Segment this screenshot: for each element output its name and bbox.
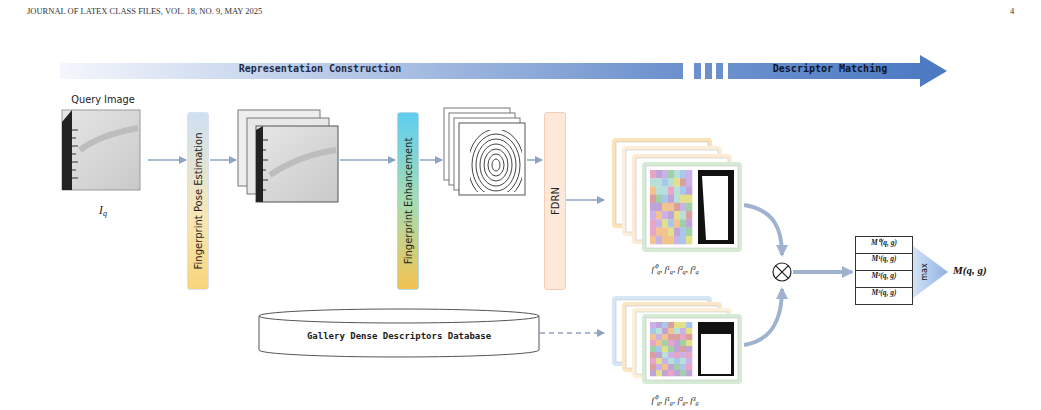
- stage-label: Representation Construction: [180, 63, 460, 74]
- flow-connector: [148, 159, 186, 161]
- table-cell: M³(q, g): [855, 287, 913, 305]
- descriptor-stack: f⁰q, f¹q, f²q, f³q: [605, 133, 745, 275]
- max-chevron: [913, 246, 948, 298]
- gallery-descriptor-maps: [612, 296, 742, 384]
- enhanced-image-stack: [444, 108, 525, 201]
- table-cell: M²(q, g): [855, 270, 913, 288]
- flow-arrow: [210, 159, 236, 161]
- stage-name: Fingerprint Enhancement: [403, 138, 414, 265]
- descriptor-stack: f⁰g, f¹g, f²g, f³g: [605, 290, 745, 408]
- stage-arrow: [728, 55, 947, 87]
- table-cell: M¹(q, g): [855, 253, 913, 271]
- merge-curve: [744, 205, 782, 255]
- flow-connector: [540, 332, 604, 334]
- process-bar: FDRN: [544, 112, 566, 290]
- band-dash: [705, 63, 712, 79]
- stage-name: Fingerprint Pose Estimation: [193, 132, 204, 269]
- process-bar: Fingerprint Enhancement: [397, 112, 419, 290]
- aligned-image-stack: [238, 110, 338, 202]
- table-cell: M⁰(q, g): [855, 236, 913, 254]
- flow-arrow: [420, 159, 442, 161]
- query-descriptor-maps: [612, 138, 742, 252]
- flow-arrow: [527, 159, 542, 161]
- math-symbol: Iq: [58, 204, 148, 216]
- flow-arrow: [340, 159, 395, 161]
- flow-arrow: [793, 270, 852, 274]
- page-number: 4: [1010, 6, 1014, 16]
- stage-label: Descriptor Matching: [745, 63, 915, 74]
- stage-name: FDRN: [550, 187, 561, 215]
- stage-band: [60, 63, 683, 79]
- database-cylinder: Gallery Dense Descriptors Database: [258, 308, 540, 358]
- math-symbol: M(q, g): [953, 264, 987, 276]
- operator-label: max: [920, 263, 929, 280]
- math-symbol: f⁰q, f¹q, f²q, f³q: [605, 262, 745, 275]
- math-symbol: f⁰g, f¹g, f²g, f³g: [605, 393, 745, 406]
- query-image: [62, 110, 140, 190]
- merge-curve: [744, 289, 782, 345]
- process-bar: Fingerprint Pose Estimation: [187, 112, 209, 290]
- page-header: JOURNAL OF LATEX CLASS FILES, VOL. 18, N…: [27, 6, 262, 16]
- band-dash: [694, 63, 701, 79]
- database-name: Gallery Dense Descriptors Database: [258, 331, 540, 341]
- flow-connector: [566, 199, 604, 201]
- otimes-symbol: [773, 263, 791, 281]
- band-dash: [716, 63, 723, 79]
- score-table: M⁰(q, g)M¹(q, g)M²(q, g)M³(q, g): [855, 237, 913, 309]
- image-input: Query ImageIq: [58, 88, 148, 223]
- image-title: Query Image: [58, 94, 148, 105]
